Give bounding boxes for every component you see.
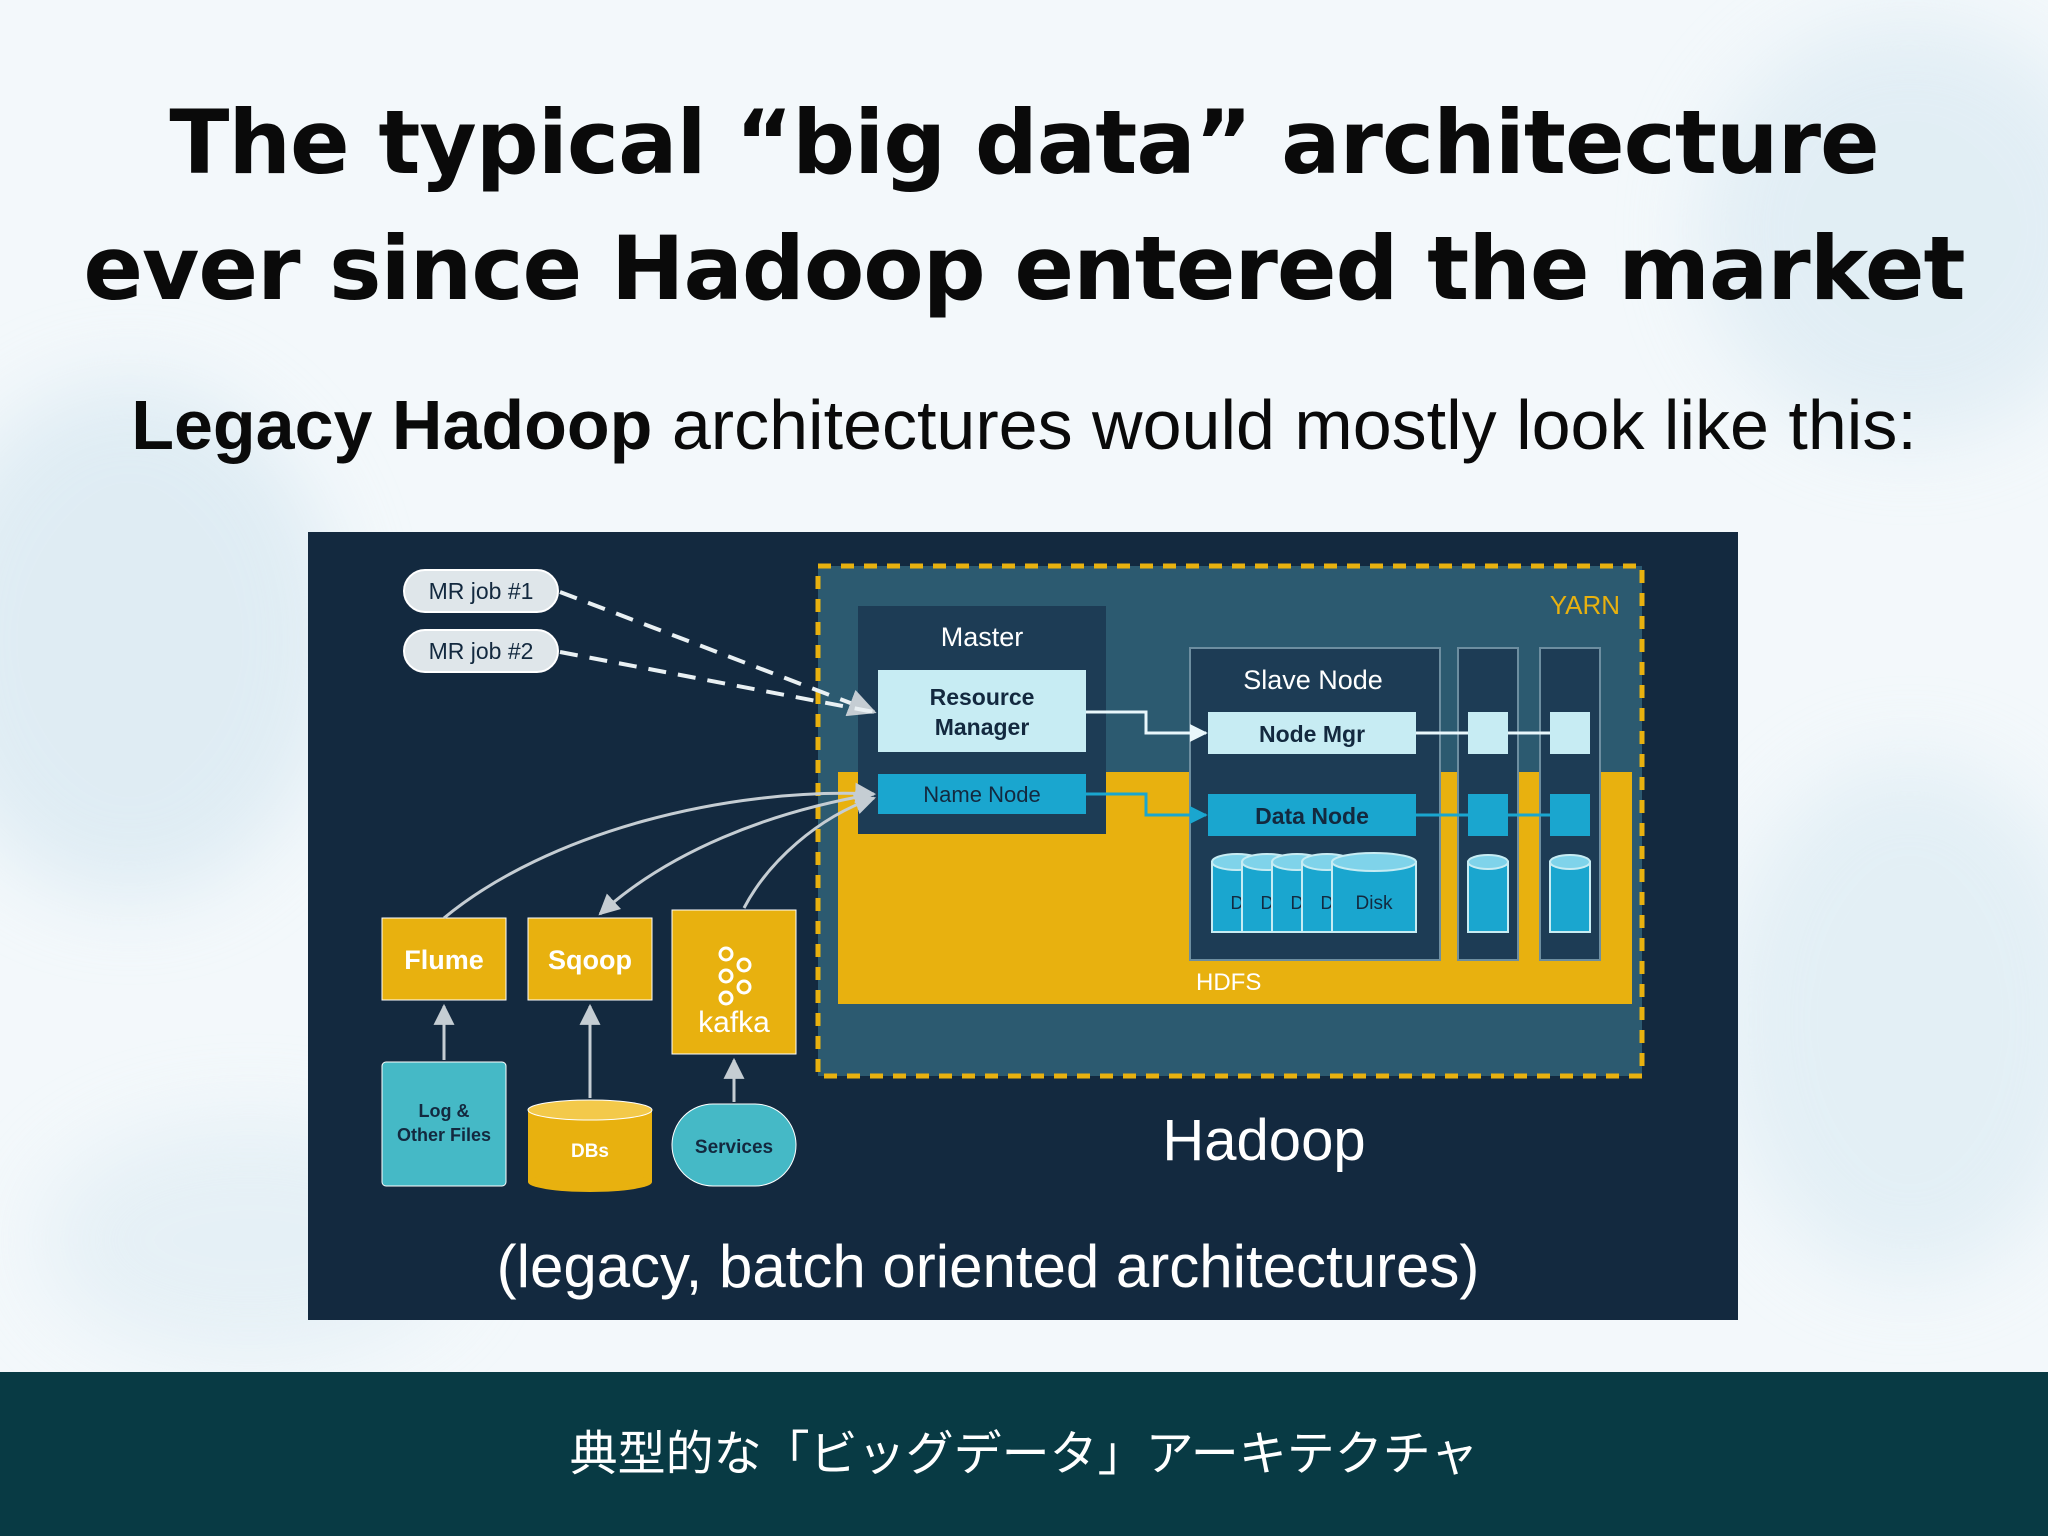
disk: Disk bbox=[1331, 852, 1417, 933]
job-submit-arrow bbox=[559, 590, 877, 717]
disk-stub-label: D bbox=[1231, 893, 1244, 913]
slave-column bbox=[1457, 647, 1519, 961]
background-shape bbox=[1720, 760, 2048, 1280]
job-submit-arrow bbox=[559, 650, 875, 714]
mr-job-pill bbox=[403, 569, 559, 613]
log-files-box bbox=[381, 1061, 507, 1187]
title-line-1: The typical “big data” architecture bbox=[169, 91, 1879, 194]
dbs-label: DBs bbox=[571, 1141, 609, 1162]
rm-to-nodemgr-arrow bbox=[1086, 710, 1208, 742]
services-box bbox=[671, 1103, 797, 1187]
disk-label: Disk bbox=[1356, 893, 1393, 914]
name-node-box bbox=[878, 774, 1086, 814]
yarn-label: YARN bbox=[1550, 590, 1620, 620]
disk-stack: D D D D Disk bbox=[1211, 852, 1417, 933]
namenode-to-sqoop-arrow bbox=[598, 792, 875, 916]
log-files-line1: Log & bbox=[419, 1101, 470, 1121]
log-files-line2: Other Files bbox=[397, 1125, 491, 1145]
bottom-caption-jp: 典型的な「ビッグデータ」アーキテクチャ bbox=[569, 1426, 1479, 1482]
namenode-to-datanode-arrow bbox=[1086, 792, 1208, 824]
sqoop-box bbox=[527, 917, 653, 1001]
mr-job-pill bbox=[403, 629, 559, 673]
bottom-bar: 典型的な「ビッグデータ」アーキテクチャ bbox=[0, 1372, 2048, 1536]
slide-title: The typical “big data” architecture ever… bbox=[0, 80, 2048, 332]
disk-stub-label: D bbox=[1261, 893, 1274, 913]
hadoop-architecture-diagram: YARN HDFS Master Resource Manager Name N… bbox=[308, 532, 1738, 1320]
diagram-caption: (legacy, batch oriented architectures) bbox=[496, 1233, 1480, 1300]
mr-job-label: MR job #2 bbox=[429, 638, 534, 664]
kafka-label: kafka bbox=[698, 1006, 770, 1039]
kafka-to-namenode-arrow bbox=[742, 794, 876, 909]
data-node-box bbox=[1208, 794, 1416, 836]
resource-manager-line2: Manager bbox=[935, 714, 1030, 740]
name-node-label: Name Node bbox=[923, 782, 1040, 807]
master-title: Master bbox=[941, 622, 1024, 652]
kafka-icon bbox=[718, 946, 752, 1006]
flume-to-namenode-arrow bbox=[443, 782, 877, 920]
disk-stub-label: D bbox=[1291, 893, 1304, 913]
slave-title: Slave Node bbox=[1243, 665, 1383, 695]
kafka-box bbox=[671, 909, 797, 1055]
title-line-2: ever since Hadoop entered the market bbox=[83, 217, 1965, 320]
diagram-canvas: YARN HDFS Master Resource Manager Name N… bbox=[381, 563, 1645, 1192]
hdfs-label: HDFS bbox=[1196, 969, 1261, 996]
slave-column bbox=[1539, 647, 1601, 961]
node-mgr-box bbox=[1208, 712, 1416, 754]
flume-label: Flume bbox=[404, 945, 484, 975]
subtitle: Legacy Hadoop architectures would mostly… bbox=[0, 385, 2048, 465]
resource-manager-line1: Resource bbox=[930, 684, 1035, 710]
mr-job-label: MR job #1 bbox=[429, 578, 534, 604]
subtitle-bold: Legacy Hadoop bbox=[131, 386, 653, 464]
resource-manager-box bbox=[878, 670, 1086, 752]
dbs-cylinder bbox=[527, 1099, 653, 1192]
sqoop-label: Sqoop bbox=[548, 945, 632, 975]
background-shape bbox=[0, 380, 340, 900]
background-shape bbox=[1700, 20, 2048, 440]
flume-box bbox=[381, 917, 507, 1001]
services-label: Services bbox=[695, 1137, 773, 1158]
data-node-label: Data Node bbox=[1255, 803, 1369, 829]
node-mgr-label: Node Mgr bbox=[1259, 721, 1365, 747]
disk-stub-label: D bbox=[1321, 893, 1334, 913]
subtitle-rest: architectures would mostly look like thi… bbox=[652, 386, 1917, 464]
hadoop-label: Hadoop bbox=[1162, 1108, 1365, 1173]
